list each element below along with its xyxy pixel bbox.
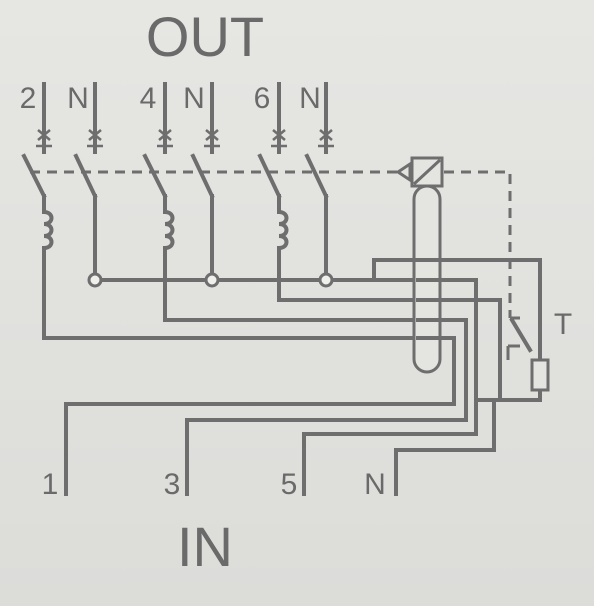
input-label-n: N: [364, 468, 386, 501]
mechanical-link: [30, 170, 520, 320]
output-label-4: 4: [140, 82, 157, 115]
input-label-1: 1: [42, 468, 59, 501]
output-label-2: 2: [20, 82, 37, 115]
input-wire-3: [185, 318, 468, 496]
coil-1: [41, 209, 54, 251]
test-switch-blade: [509, 317, 533, 353]
coil-3: [276, 209, 289, 251]
trip-relay: [395, 156, 444, 188]
input-label-5: 5: [281, 468, 298, 501]
test-button-icon: [506, 344, 520, 360]
output-label-n2: N: [183, 82, 205, 115]
test-resistor: [530, 358, 550, 392]
output-label-n3: N: [299, 82, 321, 115]
input-label-3: 3: [164, 468, 181, 501]
trip-arrow-icon: [395, 161, 412, 183]
in-title: IN: [177, 515, 233, 578]
input-wire-5: [302, 278, 478, 496]
test-label: T: [554, 308, 572, 341]
switch-contacts: [21, 153, 329, 199]
input-wire-1: [64, 336, 456, 496]
output-label-n1: N: [67, 82, 89, 115]
input-wire-n: [394, 398, 496, 496]
output-terminals: [36, 82, 334, 154]
out-title: OUT: [146, 5, 264, 68]
coil-2: [162, 209, 175, 251]
output-label-6: 6: [254, 82, 271, 115]
test-wire-top: [372, 258, 542, 362]
